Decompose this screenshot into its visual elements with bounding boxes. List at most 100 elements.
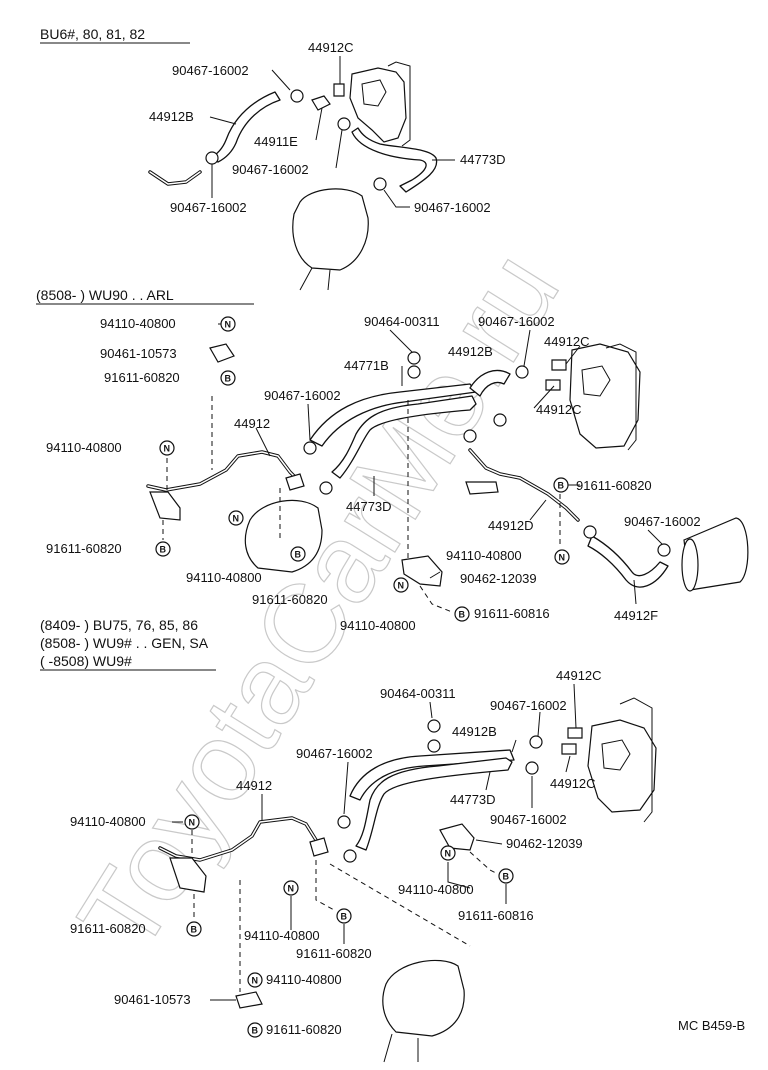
svg-text:B: B (191, 925, 198, 935)
section-1: BU6#, 80, 81, 82 44912C (40, 26, 506, 291)
svg-text:B: B (341, 912, 348, 922)
svg-text:N: N (445, 849, 452, 859)
clamp-90467-a-3 (529, 735, 543, 749)
label-44912C: 44912C (308, 40, 354, 55)
label-90464-00311: 90464-00311 (364, 314, 440, 329)
tank-2 (244, 499, 323, 573)
cylinder (683, 517, 749, 591)
label-90464-00311-3: 90464-00311 (380, 686, 456, 701)
bolt-symbol-4: B (553, 477, 569, 493)
svg-text:B: B (252, 1026, 259, 1036)
label-94110-40800-c-3: 94110-40800 (244, 928, 320, 943)
vsv-block-2 (569, 343, 641, 449)
fitting-44911E (311, 95, 331, 111)
bolt-44912C-b (545, 379, 561, 391)
label-44773D-3: 44773D (450, 792, 496, 807)
svg-text:N: N (252, 976, 259, 986)
label-44773D: 44773D (346, 499, 392, 514)
label-90467-16002-b: 90467-16002 (478, 314, 555, 329)
clip-90461-10573-3 (235, 991, 263, 1009)
hose-44773D (331, 395, 477, 479)
label-90467-16002-a: 90467-16002 (172, 63, 249, 78)
clamp-90467-a (303, 441, 317, 455)
svg-text:B: B (558, 481, 565, 491)
clamp-90467-b-3 (337, 815, 351, 829)
label-91611-60820-d: 91611-60820 (252, 592, 328, 607)
bracket-left-3 (169, 857, 207, 893)
bolt-symbol-3-2: B (336, 908, 352, 924)
nut-symbol-4: N (554, 549, 570, 565)
bolt-symbol-3-1: B (186, 921, 202, 937)
label-90462-12039: 90462-12039 (460, 571, 537, 586)
bolt-symbol-3-4: B (247, 1022, 263, 1038)
svg-text:B: B (459, 610, 466, 620)
section-3-header-line-2: (8508- ) WU9# . . GEN, SA (40, 635, 209, 651)
label-90467-16002-b-3: 90467-16002 (296, 746, 373, 761)
svg-text:N: N (225, 320, 232, 330)
label-44911E: 44911E (254, 134, 298, 149)
clamp-90467-a (290, 89, 304, 103)
nut-symbol-3-4: N (247, 972, 263, 988)
bolt-44912C-a (551, 359, 567, 371)
label-44912C-a: 44912C (544, 334, 590, 349)
section-2-header: (8508- ) WU90 . . ARL (36, 287, 174, 303)
label-91611-60820-b: 91611-60820 (576, 478, 652, 493)
bolt-symbol-3: B (290, 546, 306, 562)
label-94110-40800-c: 94110-40800 (186, 570, 262, 585)
svg-text:B: B (160, 545, 167, 555)
label-90461-10573: 90461-10573 (100, 346, 177, 361)
label-44912F: 44912F (614, 608, 658, 623)
label-44912B: 44912B (149, 109, 194, 124)
clamp-90467-c-3 (525, 761, 539, 775)
label-44771B: 44771B (344, 358, 389, 373)
clip-90462-12039-3 (439, 823, 475, 851)
bolt-symbol-5: B (454, 606, 470, 622)
label-94110-40800-a: 94110-40800 (100, 316, 176, 331)
label-94110-40800-b: 94110-40800 (46, 440, 122, 455)
clamp-90467-b (337, 117, 351, 131)
svg-text:B: B (225, 374, 232, 384)
svg-text:N: N (164, 444, 171, 454)
label-90461-10573-3: 90461-10573 (114, 992, 191, 1007)
hose-44912B (469, 369, 511, 397)
label-44912: 44912 (234, 416, 270, 431)
label-91611-60816-3: 91611-60816 (458, 908, 534, 923)
nut-symbol-3-3: N (440, 845, 456, 861)
tank-1 (292, 188, 369, 271)
nut-symbol-3-2: N (283, 880, 299, 896)
section-1-header: BU6#, 80, 81, 82 (40, 26, 145, 42)
label-91611-60816: 91611-60816 (474, 606, 550, 621)
label-44912C-b: 44912C (536, 402, 582, 417)
section-3-header-line-3: ( -8508) WU9# (40, 653, 132, 669)
bolt-44912C-a-3 (567, 727, 583, 739)
label-91611-60820-a: 91611-60820 (104, 370, 180, 385)
label-44912C-b-3: 44912C (550, 776, 596, 791)
label-90467-16002-c: 90467-16002 (624, 514, 701, 529)
bolt-44912C-b-3 (561, 743, 577, 755)
clamp-90464-00311-3 (427, 719, 441, 733)
hose-44773D-3 (355, 757, 513, 851)
clamp-90464-00311 (407, 351, 421, 365)
label-94110-40800-b-3: 94110-40800 (398, 882, 474, 897)
nut-symbol-3: N (228, 510, 244, 526)
label-94110-40800-d: 94110-40800 (446, 548, 522, 563)
label-44912D: 44912D (488, 518, 534, 533)
svg-text:B: B (295, 550, 302, 560)
label-90467-16002-c-3: 90467-16002 (490, 812, 567, 827)
clip-90462-12039 (401, 555, 443, 587)
svg-text:B: B (503, 872, 510, 882)
label-90467-16002-a: 90467-16002 (264, 388, 341, 403)
label-94110-40800-d-3: 94110-40800 (266, 972, 342, 987)
label-90467-16002-c: 90467-16002 (414, 200, 491, 215)
label-94110-40800-a-3: 94110-40800 (70, 814, 146, 829)
svg-text:N: N (288, 884, 295, 894)
section-2: (8508- ) WU90 . . ARL (36, 287, 749, 633)
diagram-reference-code: MC B459-B (678, 1018, 745, 1033)
label-44912-3: 44912 (236, 778, 272, 793)
label-91611-60820-a-3: 91611-60820 (70, 921, 146, 936)
bolt-symbol-1: B (220, 370, 236, 386)
clamp-90467-d (205, 151, 219, 165)
svg-text:N: N (233, 514, 240, 524)
label-90467-16002-b: 90467-16002 (232, 162, 309, 177)
